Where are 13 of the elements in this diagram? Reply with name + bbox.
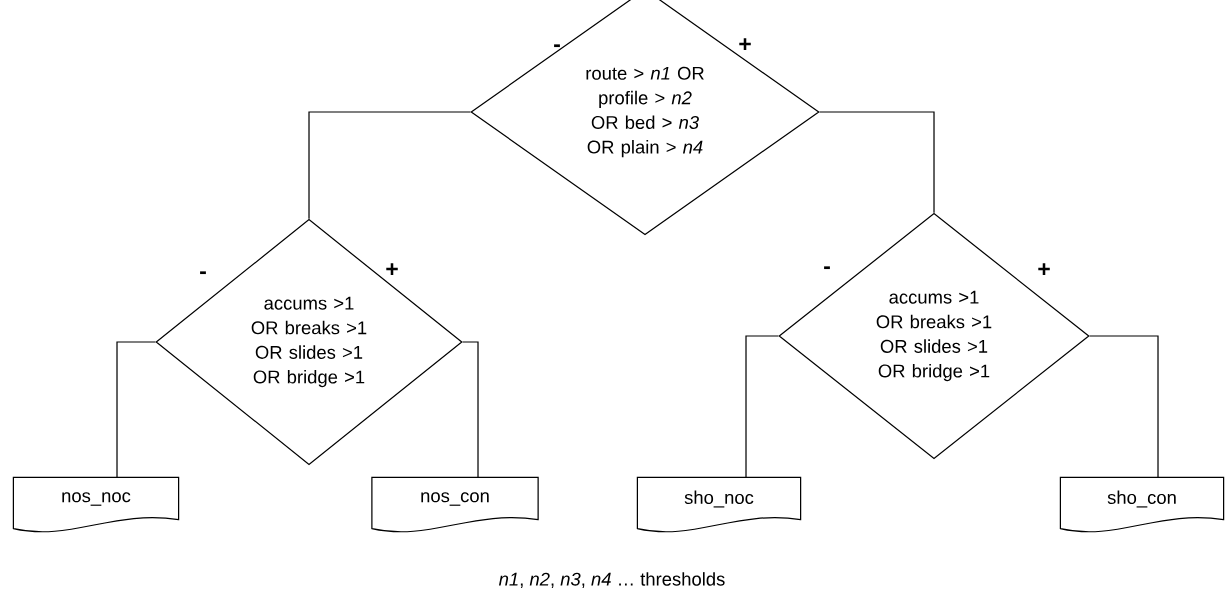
connector-line xyxy=(116,341,156,478)
edge-label: - xyxy=(200,271,206,275)
edge-label: - xyxy=(824,266,830,270)
connector-line xyxy=(745,335,779,478)
edge-label: + xyxy=(739,38,751,50)
connector-line xyxy=(819,111,935,214)
connector-line xyxy=(462,341,479,478)
edge-label: - xyxy=(554,44,560,48)
edge-label: + xyxy=(1038,263,1050,275)
caption: n1, n2, n3, n4 … thresholds xyxy=(498,572,725,588)
connector-line xyxy=(1089,335,1159,478)
connector-line xyxy=(308,111,471,220)
edge-label: + xyxy=(386,263,398,275)
